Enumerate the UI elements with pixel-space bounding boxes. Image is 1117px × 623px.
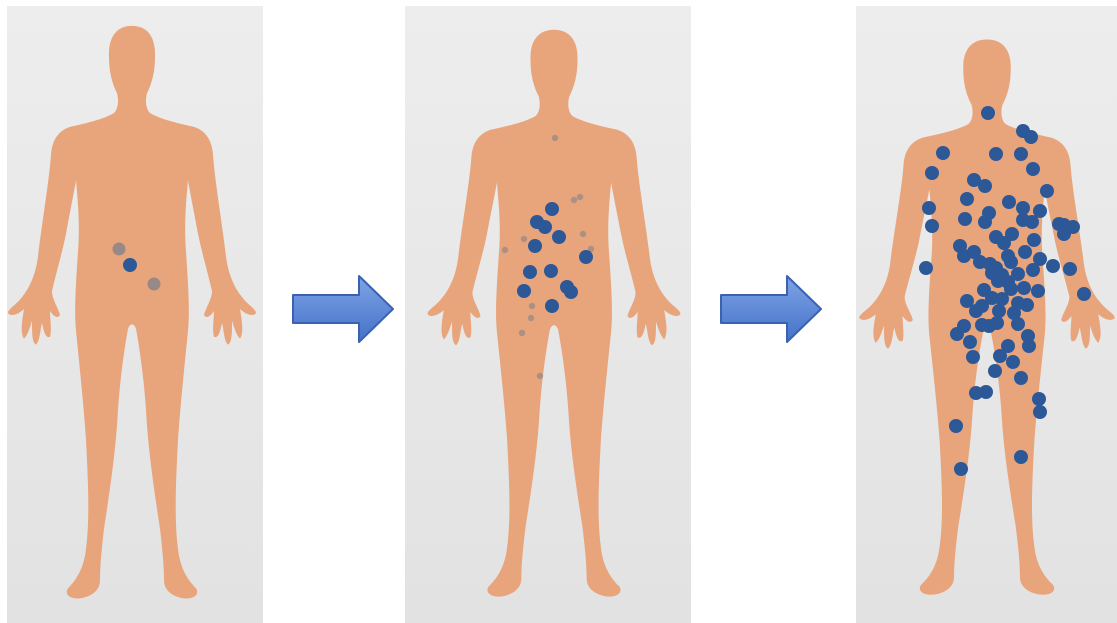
right-arrow-icon: [291, 274, 395, 344]
blue-cell-dot: [528, 239, 542, 253]
progression-arrow-1: [291, 274, 395, 344]
blue-cell-dot: [1020, 298, 1034, 312]
blue-cell-dot: [981, 106, 995, 120]
blue-cell-dot: [1011, 317, 1025, 331]
blue-cell-dot: [969, 304, 983, 318]
blue-cell-dot: [1046, 259, 1060, 273]
blue-cell-dot: [919, 261, 933, 275]
blue-cell-dot: [982, 319, 996, 333]
blue-cell-dot: [1027, 233, 1041, 247]
human-body-silhouette: [859, 40, 1114, 595]
gray-cell-dot: [502, 247, 508, 253]
blue-cell-dot: [1026, 263, 1040, 277]
blue-cell-dot: [936, 146, 950, 160]
gray-cell-dot: [521, 236, 527, 242]
stage-2-figure: [405, 6, 691, 623]
blue-cell-dot: [579, 250, 593, 264]
blue-cell-dot: [1022, 339, 1036, 353]
blue-cell-dot: [960, 192, 974, 206]
blue-cell-dot: [1026, 162, 1040, 176]
stage-2-panel: [405, 6, 691, 623]
blue-cell-dot: [966, 350, 980, 364]
blue-cell-dot: [978, 215, 992, 229]
blue-cell-dot: [1025, 215, 1039, 229]
blue-cell-dot: [1018, 245, 1032, 259]
blue-cell-dot: [560, 280, 574, 294]
gray-cell-dot: [537, 373, 543, 379]
blue-cell-dot: [1014, 450, 1028, 464]
blue-cell-dot: [1032, 392, 1046, 406]
gray-cell-dot: [529, 303, 535, 309]
blue-cell-dot: [997, 236, 1011, 250]
blue-cell-dot: [993, 349, 1007, 363]
blue-cell-dot: [1014, 371, 1028, 385]
blue-cell-dot: [1077, 287, 1091, 301]
gray-cell-dot: [552, 135, 558, 141]
blue-cell-dot: [1063, 262, 1077, 276]
blue-cell-dot: [1014, 147, 1028, 161]
blue-cell-dot: [995, 292, 1009, 306]
progression-arrow-2: [719, 274, 823, 344]
blue-cell-dot: [523, 265, 537, 279]
blue-cell-dot: [123, 258, 137, 272]
blue-cell-dot: [978, 179, 992, 193]
blue-cell-dot: [992, 304, 1006, 318]
blue-cell-dot: [954, 462, 968, 476]
blue-cell-dot: [925, 219, 939, 233]
gray-cell-dot: [528, 315, 534, 321]
gray-cell-dot: [519, 330, 525, 336]
blue-cell-dot: [1017, 281, 1031, 295]
blue-cell-dot: [1031, 284, 1045, 298]
blue-cell-dot: [988, 364, 1002, 378]
blue-cell-dot: [545, 299, 559, 313]
human-body-silhouette: [8, 26, 256, 599]
blue-cell-dot: [1004, 255, 1018, 269]
stage-1-figure: [7, 6, 263, 623]
gray-cell-dot: [577, 194, 583, 200]
blue-cell-dot: [1016, 201, 1030, 215]
gray-cell-dot: [571, 197, 577, 203]
stage-3-panel: [856, 6, 1117, 623]
blue-cell-dot: [1066, 220, 1080, 234]
blue-cell-dot: [957, 249, 971, 263]
blue-cell-dot: [1006, 355, 1020, 369]
blue-cell-dot: [949, 419, 963, 433]
right-arrow-icon: [719, 274, 823, 344]
blue-cell-dot: [1024, 130, 1038, 144]
blue-cell-dot: [545, 202, 559, 216]
blue-cell-dot: [989, 147, 1003, 161]
blue-cell-dot: [963, 335, 977, 349]
gray-cell-dot: [148, 278, 161, 291]
stage-3-figure: [856, 6, 1117, 623]
blue-cell-dot: [925, 166, 939, 180]
human-body-silhouette: [428, 30, 681, 597]
blue-cell-dot: [1040, 184, 1054, 198]
stage-1-panel: [7, 6, 263, 623]
blue-cell-dot: [922, 201, 936, 215]
blue-cell-dot: [1033, 405, 1047, 419]
blue-cell-dot: [979, 385, 993, 399]
blue-cell-dot: [517, 284, 531, 298]
blue-cell-dot: [552, 230, 566, 244]
blue-cell-dot: [950, 327, 964, 341]
blue-cell-dot: [544, 264, 558, 278]
gray-cell-dot: [580, 231, 586, 237]
blue-cell-dot: [958, 212, 972, 226]
gray-cell-dot: [113, 243, 126, 256]
blue-cell-dot: [538, 220, 552, 234]
blue-cell-dot: [1002, 195, 1016, 209]
